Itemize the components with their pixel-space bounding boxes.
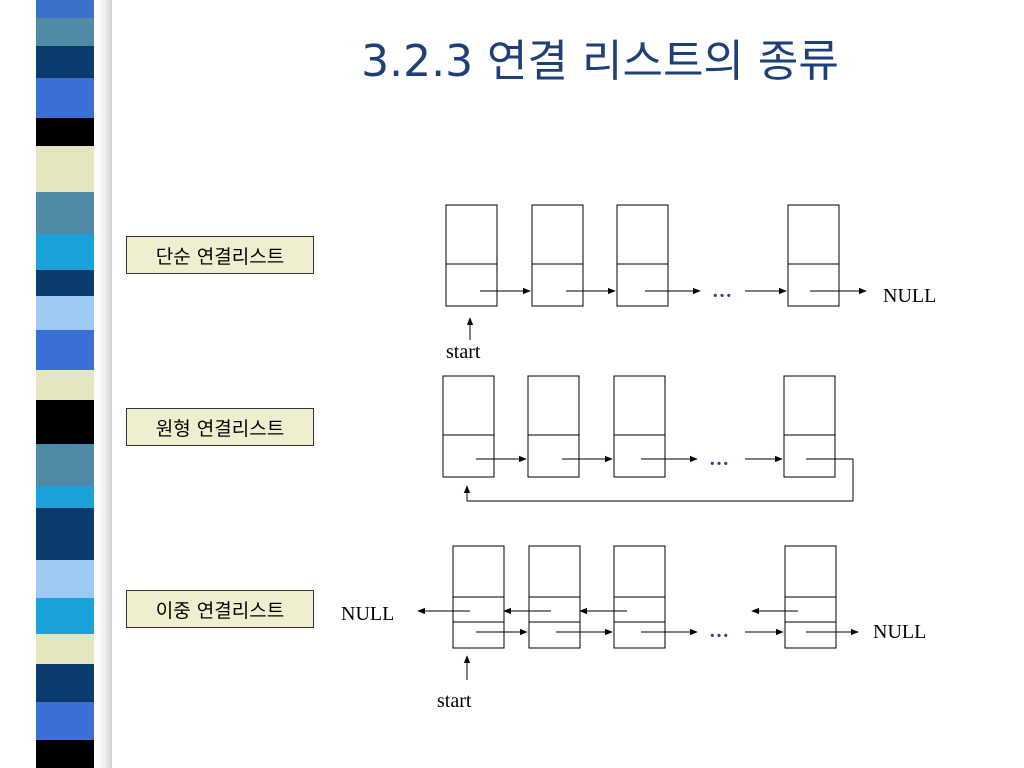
node (452, 545, 505, 649)
node (787, 204, 840, 307)
doubly-linked-list-label: 이중 연결리스트 (126, 590, 314, 628)
node (528, 545, 581, 649)
circular-linked-list (442, 375, 854, 502)
node (783, 375, 836, 478)
node (613, 545, 666, 649)
null-label: NULL (883, 285, 936, 307)
start-label: start (437, 690, 472, 712)
node (442, 375, 495, 478)
singly-linked-list-label: 단순 연결리스트 (126, 236, 314, 274)
node (445, 204, 498, 307)
ellipsis: … (709, 448, 729, 470)
node (784, 545, 837, 649)
slide-title: 3.2.3 연결 리스트의 종류 (361, 36, 839, 87)
singly-linked-list (445, 204, 867, 340)
node (531, 204, 584, 307)
circular-back-link (463, 458, 854, 502)
start-label: start (446, 341, 481, 363)
ellipsis: … (712, 280, 732, 302)
circular-linked-list-label: 원형 연결리스트 (126, 408, 314, 446)
null-label-right: NULL (873, 621, 926, 643)
decorative-stripe (0, 0, 120, 768)
doubly-linked-list (417, 545, 859, 680)
stripe-bands (0, 0, 120, 768)
node (613, 375, 666, 478)
node (616, 204, 669, 307)
node (527, 375, 580, 478)
null-label-left: NULL (341, 603, 394, 625)
ellipsis: … (709, 620, 729, 642)
